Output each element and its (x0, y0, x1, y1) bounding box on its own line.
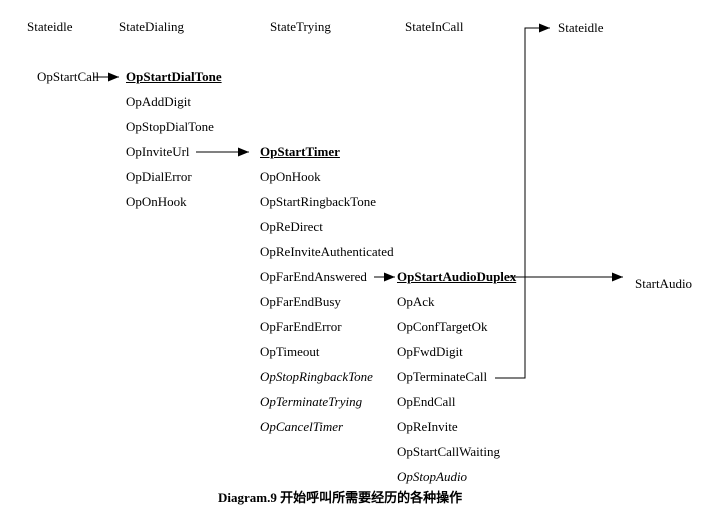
op-dial-error: OpDialError (126, 169, 192, 184)
state-header-incall: StateInCall (405, 19, 464, 34)
op-redirect: OpReDirect (260, 219, 323, 234)
arrow-opterminatecall-to-stateidle (495, 23, 550, 379)
op-end-call: OpEndCall (397, 394, 456, 409)
op-timeout: OpTimeout (260, 344, 320, 359)
op-add-digit: OpAddDigit (126, 94, 191, 109)
op-far-end-busy: OpFarEndBusy (260, 294, 341, 309)
op-fwd-digit: OpFwdDigit (397, 344, 463, 359)
op-conf-target-ok: OpConfTargetOk (397, 319, 488, 334)
state-header-dialing: StateDialing (119, 19, 184, 34)
op-ack: OpAck (397, 294, 435, 309)
op-start-dial-tone: OpStartDialTone (126, 69, 222, 84)
op-on-hook-dialing: OpOnHook (126, 194, 187, 209)
op-cancel-timer: OpCancelTimer (260, 419, 344, 434)
op-far-end-answered: OpFarEndAnswered (260, 269, 367, 284)
op-stop-ringback-tone: OpStopRingbackTone (260, 369, 373, 384)
event-op-start-call: OpStartCall (37, 69, 100, 84)
diagram-caption: Diagram.9 开始呼叫所需要经历的各种操作 (218, 490, 463, 505)
op-reinvite: OpReInvite (397, 419, 458, 434)
op-terminate-call: OpTerminateCall (397, 369, 488, 384)
op-start-call-waiting: OpStartCallWaiting (397, 444, 500, 459)
op-reinvite-authenticated: OpReInviteAuthenticated (260, 244, 394, 259)
op-start-audio-duplex: OpStartAudioDuplex (397, 269, 517, 284)
op-far-end-error: OpFarEndError (260, 319, 342, 334)
op-stop-dial-tone: OpStopDialTone (126, 119, 214, 134)
op-stop-audio: OpStopAudio (397, 469, 468, 484)
op-start-timer: OpStartTimer (260, 144, 340, 159)
state-header-idle-return: Stateidle (558, 20, 604, 35)
state-header-idle: Stateidle (27, 19, 73, 34)
event-start-audio: StartAudio (635, 276, 693, 291)
op-terminate-trying: OpTerminateTrying (260, 394, 363, 409)
op-start-ringback-tone: OpStartRingbackTone (260, 194, 377, 209)
state-header-trying: StateTrying (270, 19, 331, 34)
op-invite-url: OpInviteUrl (126, 144, 190, 159)
op-on-hook-trying: OpOnHook (260, 169, 321, 184)
